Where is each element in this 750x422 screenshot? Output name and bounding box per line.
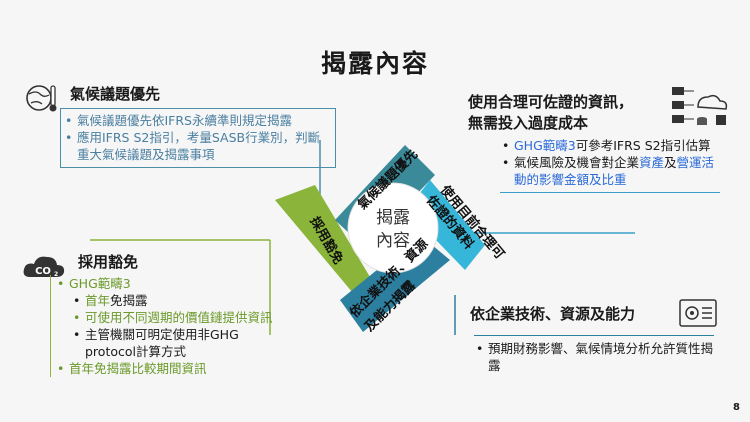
climate-bullet: 氣候議題優先依IFRS永續準則規定揭露	[63, 112, 329, 129]
info-box: GHG範疇3可參考IFRS S2指引估算 氣候風險及機會對企業資產及營運活動的影…	[500, 137, 720, 193]
center-circle	[347, 182, 439, 274]
info-title-line1: 使用合理可佐證的資訊，	[468, 93, 634, 111]
exempt-sub-bullet: 主管機關可明定使用非GHG protocol計算方式	[71, 326, 285, 360]
exempt-sub-highlight: 首年	[85, 293, 111, 308]
info-highlight: GHG範疇3	[514, 138, 576, 153]
page-number: 8	[733, 402, 740, 413]
info-bullet-text: 氣候風險及機會對企業	[514, 155, 640, 170]
climate-box: 氣候議題優先依IFRS永續準則規定揭露 應用IFRS S2指引，考量SASB行業…	[60, 108, 336, 168]
arm-exempt	[275, 185, 373, 305]
exempt-bullet: GHG範疇3	[55, 275, 285, 292]
exempt-sub-text: 免揭露	[110, 293, 148, 308]
slide-title: 揭露內容	[320, 49, 429, 78]
pinwheel-diagram: 揭露 內容 氣候議題優先 使用目前合理可 佐證的資料 依企業技術、資源 及能力揭…	[275, 145, 508, 335]
info-highlight: 營運活動的影響金額及比重	[514, 155, 715, 187]
capability-bullet: 預期財務影響、氣候情境分析允許質性揭露	[474, 340, 714, 374]
info-highlight: 資產	[639, 155, 665, 170]
svg-text:CO: CO	[35, 266, 51, 277]
info-bullet-text: 可參考IFRS S2指引估算	[575, 138, 711, 153]
exempt-sub-bullet: 可使用不同週期的價值鏈提供資訊	[71, 309, 285, 326]
info-title-line2: 無需投入過度成本	[468, 114, 589, 132]
exempt-box: GHG範疇3 首年免揭露 可使用不同週期的價值鏈提供資訊 主管機關可明定使用非G…	[50, 275, 285, 377]
data-network-icon	[672, 87, 728, 125]
info-bullet: 氣候風險及機會對企業資產及營運活動的影響金額及比重	[500, 154, 720, 188]
exempt-title: 採用豁免	[78, 253, 139, 271]
exempt-sub-bullet: 首年免揭露	[71, 292, 285, 309]
climate-title: 氣候議題優先	[70, 85, 161, 103]
capability-box: 預期財務影響、氣候情境分析允許質性揭露	[474, 335, 714, 374]
exempt-bullet: 首年免揭露比較期間資訊	[55, 360, 285, 377]
info-bullet-text: 及	[664, 155, 677, 170]
globe-thermometer-icon	[26, 85, 57, 112]
info-bullet: GHG範疇3可參考IFRS S2指引估算	[500, 137, 720, 154]
capability-title: 依企業技術、資源及能力	[470, 305, 636, 323]
center-label-line2: 內容	[376, 231, 410, 251]
center-label-line1: 揭露	[376, 208, 410, 228]
settings-document-icon	[679, 299, 717, 327]
climate-bullet: 應用IFRS S2指引，考量SASB行業別，判斷重大氣候議題及揭露事項	[63, 129, 329, 163]
